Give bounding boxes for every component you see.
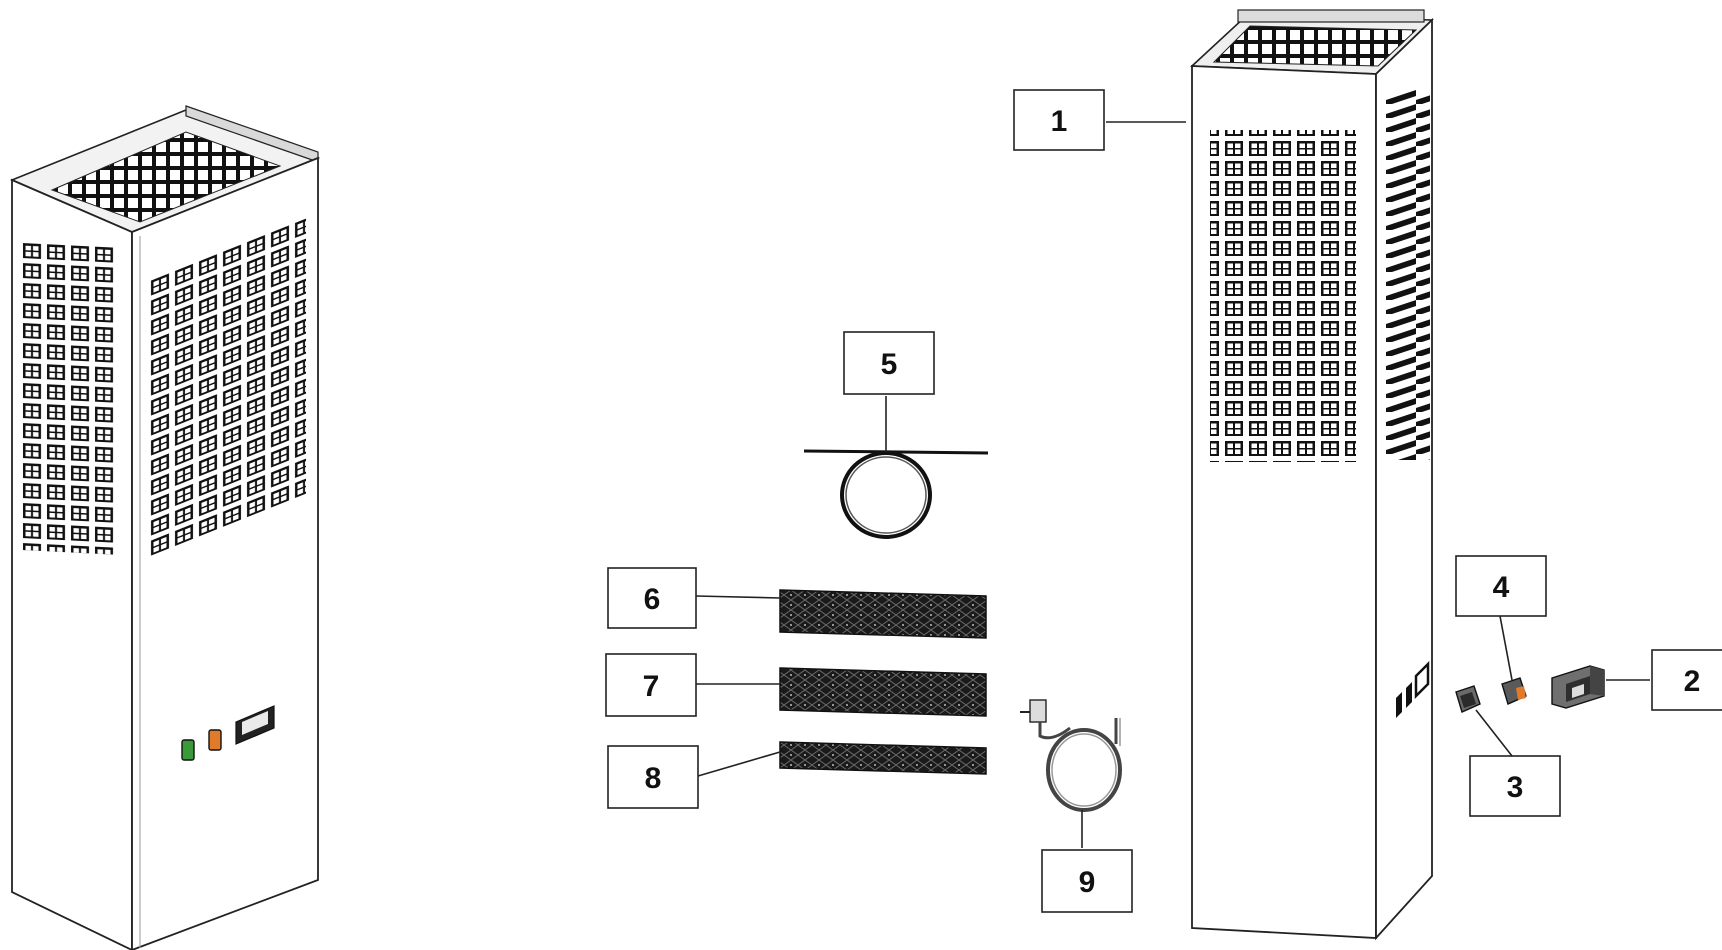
leader-lines bbox=[695, 121, 1650, 848]
rocker-switch-4-icon bbox=[1501, 677, 1527, 705]
callout-8: 8 bbox=[607, 745, 699, 809]
filter-mat-6-icon bbox=[779, 589, 987, 639]
filter-mat-7-icon bbox=[779, 667, 987, 717]
callout-label-9: 9 bbox=[1079, 866, 1096, 899]
callout-label-4: 4 bbox=[1493, 571, 1510, 604]
leader-4 bbox=[1499, 615, 1513, 681]
callout-9: 9 bbox=[1041, 849, 1133, 913]
leader-8 bbox=[697, 751, 781, 777]
callout-2: 2 bbox=[1651, 649, 1722, 711]
callout-label-2: 2 bbox=[1684, 665, 1701, 698]
callout-1: 1 bbox=[1013, 89, 1105, 151]
callout-6: 6 bbox=[607, 567, 697, 629]
filter-mat-8-icon bbox=[779, 741, 987, 775]
capillary-coil-icon bbox=[803, 449, 989, 539]
callout-5: 5 bbox=[843, 331, 935, 395]
callout-7: 7 bbox=[605, 653, 697, 717]
callout-3: 3 bbox=[1469, 755, 1561, 817]
leader-6 bbox=[695, 595, 781, 599]
callout-4: 4 bbox=[1455, 555, 1547, 617]
power-cable-icon bbox=[1020, 699, 1122, 812]
callout-label-3: 3 bbox=[1507, 771, 1524, 804]
callout-label-8: 8 bbox=[645, 762, 662, 795]
controller-part-2-icon bbox=[1551, 665, 1605, 709]
housing-part-icon bbox=[1190, 9, 1434, 941]
callout-label-1: 1 bbox=[1051, 105, 1068, 138]
rocker-switch-3-icon bbox=[1455, 685, 1481, 713]
assembled-unit-icon bbox=[9, 105, 321, 950]
callout-label-7: 7 bbox=[643, 670, 660, 703]
callout-label-5: 5 bbox=[881, 348, 898, 381]
leader-3 bbox=[1475, 709, 1513, 757]
callout-label-6: 6 bbox=[644, 583, 661, 616]
